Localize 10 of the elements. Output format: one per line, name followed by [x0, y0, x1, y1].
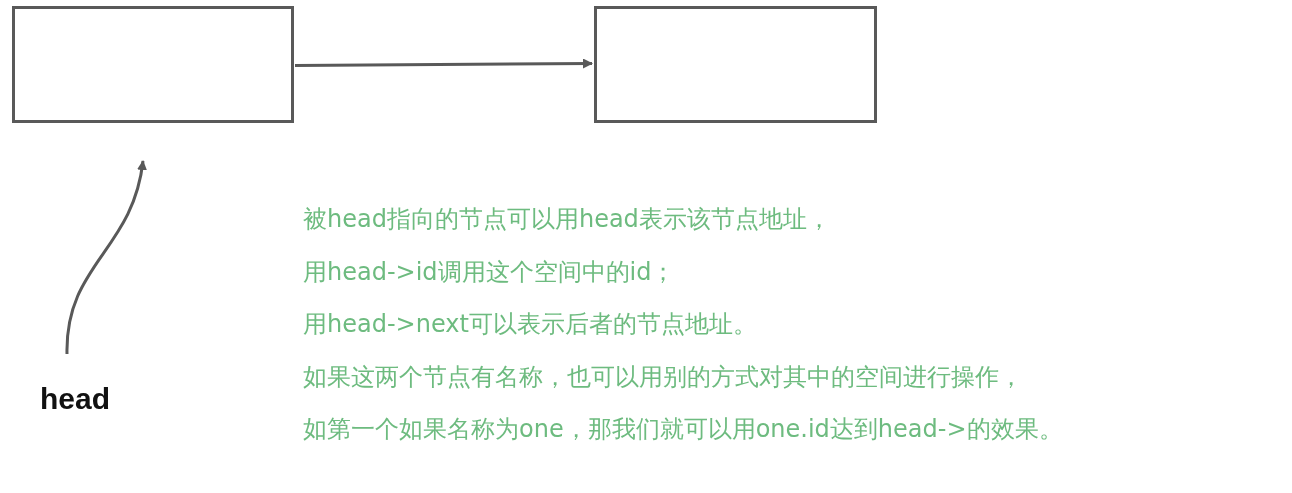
note-text: 用head->next可以表示后者的节点地址。 — [303, 309, 757, 340]
note-text: 被head指向的节点可以用head表示该节点地址， — [303, 204, 831, 235]
note-text: 用head->id调用这个空间中的id； — [303, 256, 676, 288]
arrow — [295, 58, 593, 69]
node-box — [12, 6, 294, 123]
note-text: 如第一个如果名称为one，那我们就可以用one.id达到head->的效果。 — [303, 414, 1063, 445]
note-text: 如果这两个节点有名称，也可以用别的方式对其中的空间进行操作， — [303, 361, 1023, 393]
arrow — [65, 160, 147, 355]
pointer-label: head — [40, 382, 130, 422]
node-box — [594, 6, 877, 123]
